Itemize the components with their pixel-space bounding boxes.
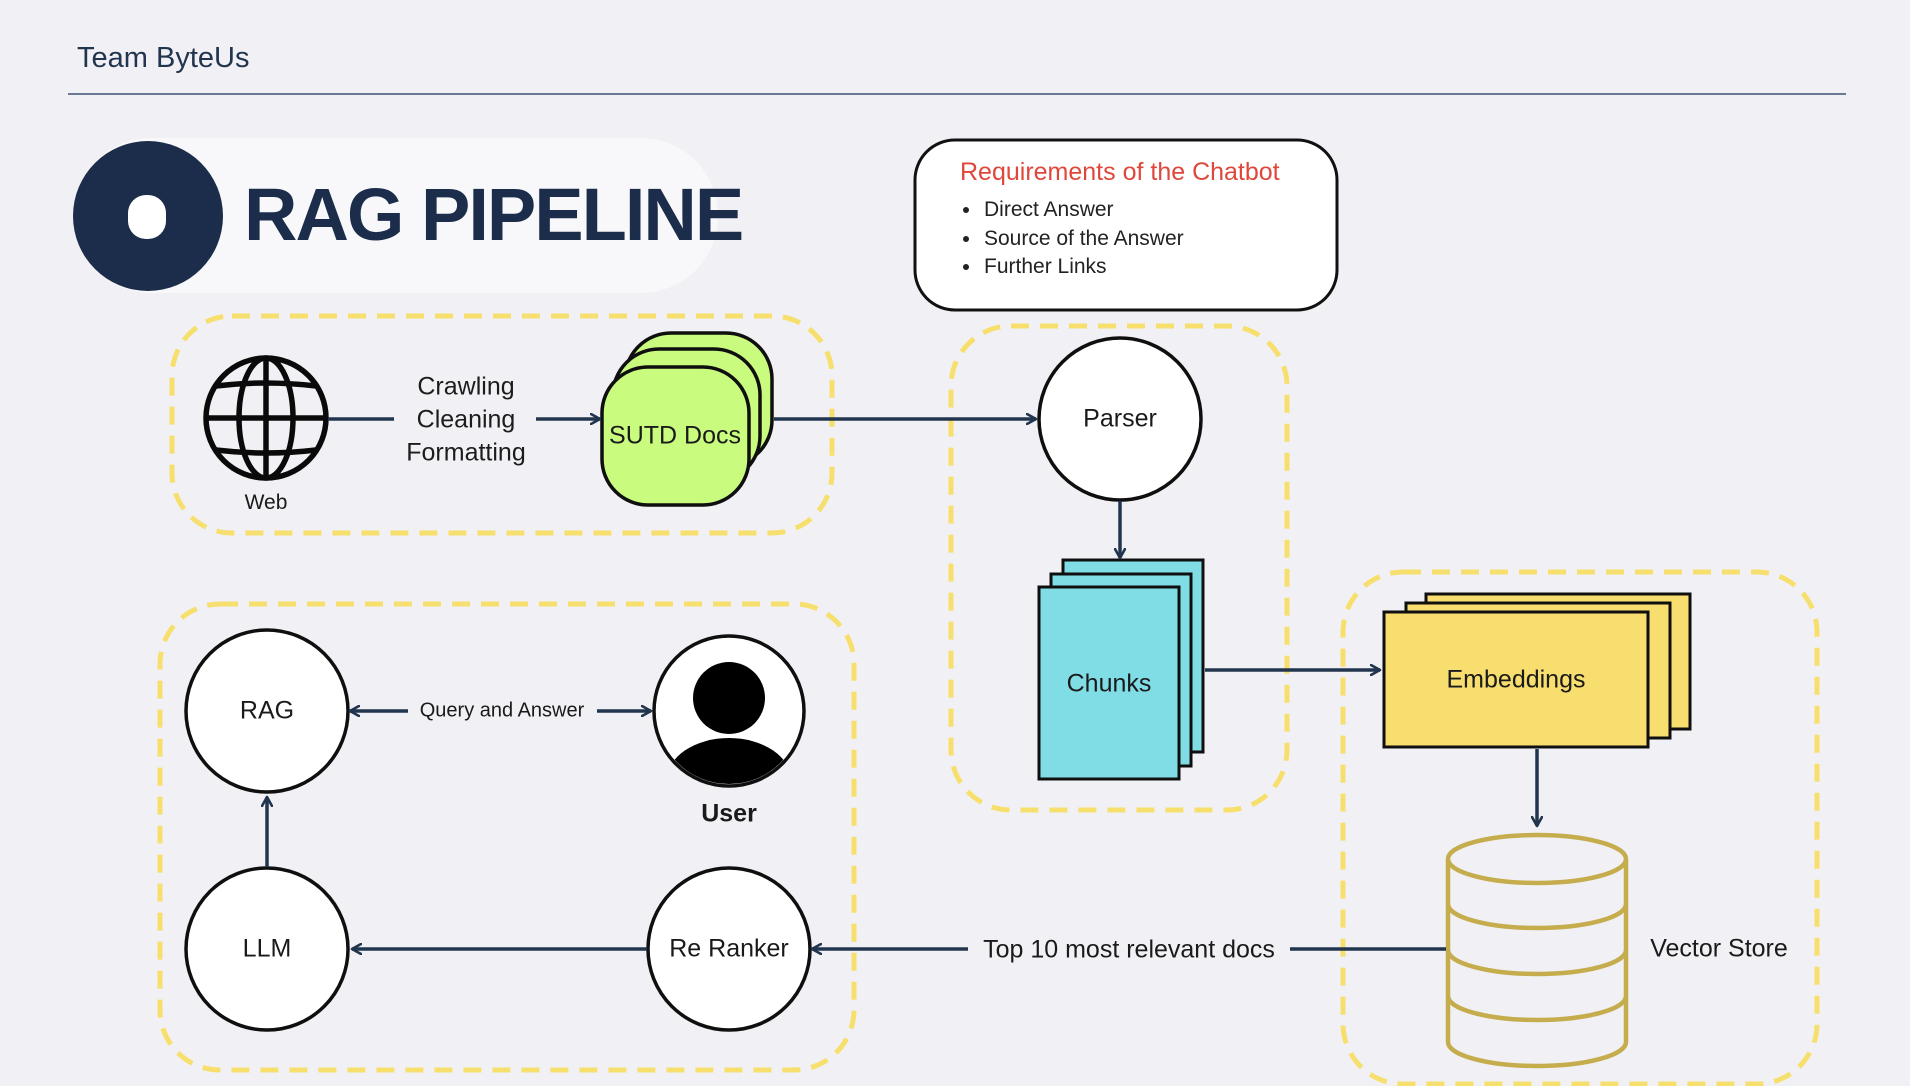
query-answer-label: Query and Answer: [419, 699, 585, 722]
requirement-item: Further Links: [982, 253, 1184, 282]
process-step: Formatting: [406, 438, 526, 467]
title-circle-glyph: [128, 195, 166, 239]
chunks-stack: [1037, 558, 1205, 781]
reranker-label: Re Ranker: [669, 934, 789, 963]
database-icon: [1445, 832, 1629, 1069]
requirement-item: Direct Answer: [982, 196, 1184, 225]
requirements-box: [913, 138, 1339, 312]
vector-store-label: Vector Store: [1650, 934, 1788, 963]
parser-node: [1037, 336, 1203, 502]
process-step: Crawling: [417, 372, 515, 401]
rag-node: [184, 628, 350, 794]
globe-icon: [203, 355, 329, 481]
top-docs-label: Top 10 most relevant docs: [983, 935, 1275, 964]
page-title: RAG PIPELINE: [244, 173, 744, 256]
user-label: User: [701, 799, 757, 828]
llm-label: LLM: [242, 934, 292, 963]
title-pill: [74, 138, 718, 293]
llm-node: [184, 866, 350, 1032]
reranker-node: [646, 866, 812, 1032]
user-avatar-icon: [652, 634, 806, 788]
web-label: Web: [244, 491, 288, 514]
requirement-item: Source of the Answer: [982, 225, 1184, 254]
group-storage: [1340, 569, 1820, 1086]
group-ingestion: [169, 313, 835, 536]
embeddings-stack: [1382, 592, 1692, 749]
process-steps: Crawling Cleaning Formatting: [406, 371, 525, 470]
group-query: [157, 601, 857, 1073]
rag-label: RAG: [239, 696, 295, 725]
process-step: Cleaning: [416, 405, 516, 434]
team-name: Team ByteUs: [77, 42, 250, 74]
docs-label: SUTD Docs: [609, 421, 741, 450]
group-processing: [948, 323, 1290, 813]
requirements-title: Requirements of the Chatbot: [960, 158, 1280, 186]
requirements-list: Direct Answer Source of the Answer Furth…: [960, 196, 1184, 282]
docs-stack: [600, 331, 774, 507]
parser-label: Parser: [1083, 404, 1157, 433]
chunks-label: Chunks: [1066, 669, 1152, 698]
embeddings-label: Embeddings: [1446, 665, 1586, 694]
